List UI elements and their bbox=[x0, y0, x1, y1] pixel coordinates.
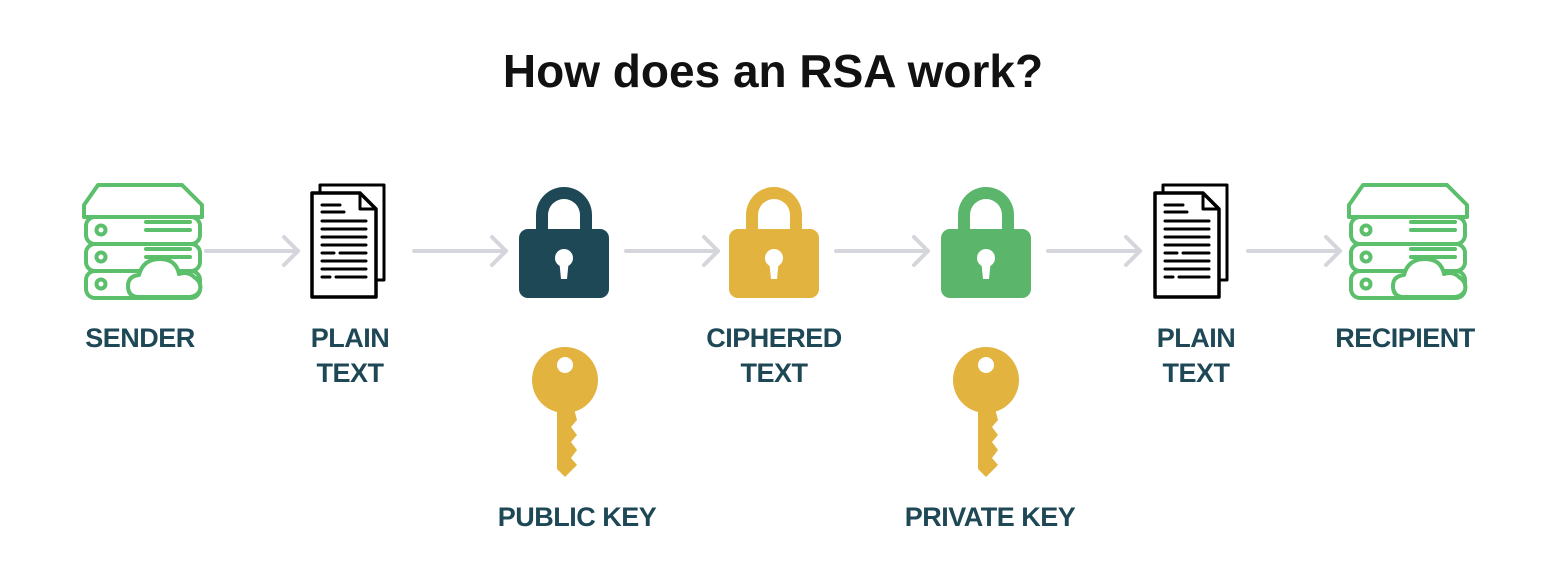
key-icon bbox=[953, 347, 1019, 477]
sender-label: SENDER bbox=[85, 323, 195, 353]
ciphered-text-label-line2: TEXT bbox=[740, 358, 808, 388]
arrow-sender-to-plain bbox=[204, 235, 300, 267]
sender-node: SENDER bbox=[82, 183, 204, 353]
plain-text-label-line2: TEXT bbox=[316, 358, 384, 388]
private-key-label: PRIVATE KEY bbox=[905, 502, 1076, 532]
plain-text-node-1: PLAIN TEXT bbox=[310, 183, 390, 388]
arrow-ciphered-to-private-lock bbox=[834, 235, 930, 267]
plain-text-label-line2: TEXT bbox=[1162, 358, 1230, 388]
lock-icon bbox=[941, 187, 1031, 298]
private-key-node: PRIVATE KEY bbox=[905, 347, 1076, 532]
plain-text-node-2: PLAIN TEXT bbox=[1153, 183, 1236, 388]
arrow-public-lock-to-ciphered bbox=[624, 235, 720, 267]
private-lock-node bbox=[941, 187, 1031, 298]
public-key-label: PUBLIC KEY bbox=[498, 502, 657, 532]
plain-text-label-line1: PLAIN bbox=[311, 323, 390, 353]
arrow-plain-to-public-lock bbox=[412, 235, 508, 267]
public-key-node: PUBLIC KEY bbox=[498, 347, 657, 532]
key-icon bbox=[532, 347, 598, 477]
ciphered-text-node: CIPHERED TEXT bbox=[706, 187, 842, 388]
document-icon bbox=[1153, 183, 1229, 299]
recipient-label: RECIPIENT bbox=[1335, 323, 1476, 353]
arrow-plain-to-recipient bbox=[1246, 235, 1342, 267]
arrow-private-lock-to-plain bbox=[1046, 235, 1142, 267]
server-cloud-icon bbox=[1347, 183, 1469, 300]
public-lock-node bbox=[519, 187, 609, 298]
server-cloud-icon bbox=[82, 183, 204, 300]
lock-icon bbox=[519, 187, 609, 298]
lock-icon bbox=[729, 187, 819, 298]
recipient-node: RECIPIENT bbox=[1335, 183, 1476, 353]
plain-text-label-line1: PLAIN bbox=[1157, 323, 1236, 353]
document-icon bbox=[310, 183, 386, 299]
diagram-title: How does an RSA work? bbox=[503, 45, 1043, 97]
ciphered-text-label-line1: CIPHERED bbox=[706, 323, 842, 353]
